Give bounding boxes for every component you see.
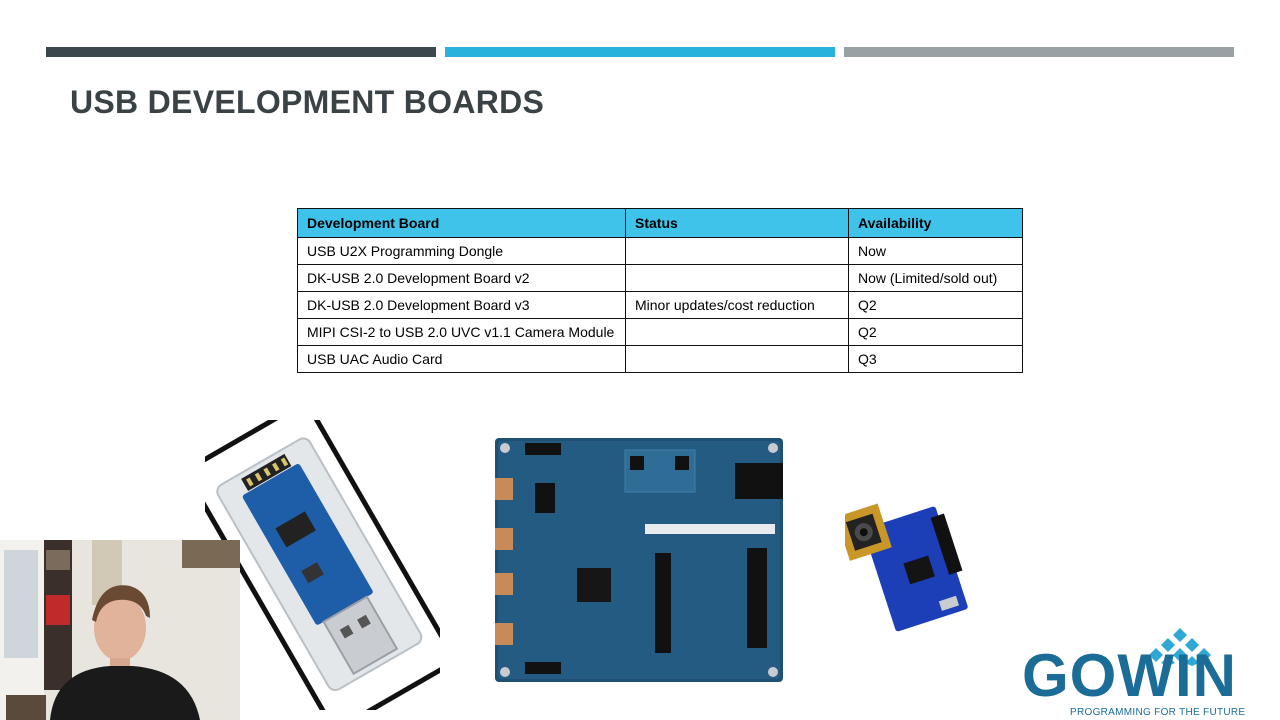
cell-status: Minor updates/cost reduction xyxy=(625,291,849,319)
dev-board-photo xyxy=(495,438,783,682)
cell-status xyxy=(625,318,849,346)
gowin-logo: GOWIN PROGRAMMING FOR THE FUTURE xyxy=(1020,626,1272,720)
header-status: Status xyxy=(625,208,849,238)
cell-board: USB U2X Programming Dongle xyxy=(297,237,626,265)
cell-availability: Q2 xyxy=(848,291,1023,319)
table-header-row: Development Board Status Availability xyxy=(297,208,1023,238)
logo-tagline: PROGRAMMING FOR THE FUTURE xyxy=(1070,707,1246,718)
table-row: USB U2X Programming Dongle Now xyxy=(297,237,1023,265)
camera-module-photo xyxy=(845,503,968,632)
cell-status xyxy=(625,345,849,373)
cell-availability: Now (Limited/sold out) xyxy=(848,264,1023,292)
accent-bar-dark xyxy=(46,47,436,57)
header-availability: Availability xyxy=(848,208,1023,238)
cell-availability: Q2 xyxy=(848,318,1023,346)
cell-board: MIPI CSI-2 to USB 2.0 UVC v1.1 Camera Mo… xyxy=(297,318,626,346)
table-row: DK-USB 2.0 Development Board v2 Now (Lim… xyxy=(297,264,1023,292)
usb-dongle-photo xyxy=(205,420,440,710)
presenter-video xyxy=(0,540,240,720)
cell-availability: Now xyxy=(848,237,1023,265)
cell-board: DK-USB 2.0 Development Board v3 xyxy=(297,291,626,319)
logo-diamond-icon xyxy=(1149,628,1211,666)
cell-availability: Q3 xyxy=(848,345,1023,373)
header-development-board: Development Board xyxy=(297,208,626,238)
accent-bar-gray xyxy=(844,47,1234,57)
webcam-overlay xyxy=(0,540,240,720)
table-row: USB UAC Audio Card Q3 xyxy=(297,345,1023,373)
cell-board: DK-USB 2.0 Development Board v2 xyxy=(297,264,626,292)
logo-wordmark: GOWIN xyxy=(1022,642,1237,709)
cell-board: USB UAC Audio Card xyxy=(297,345,626,373)
table-row: MIPI CSI-2 to USB 2.0 UVC v1.1 Camera Mo… xyxy=(297,318,1023,346)
accent-bar-blue xyxy=(445,47,835,57)
cell-status xyxy=(625,237,849,265)
slide-title: USB DEVELOPMENT BOARDS xyxy=(70,84,545,120)
cell-status xyxy=(625,264,849,292)
table-row: DK-USB 2.0 Development Board v3 Minor up… xyxy=(297,291,1023,319)
boards-table: Development Board Status Availability US… xyxy=(297,208,1023,373)
